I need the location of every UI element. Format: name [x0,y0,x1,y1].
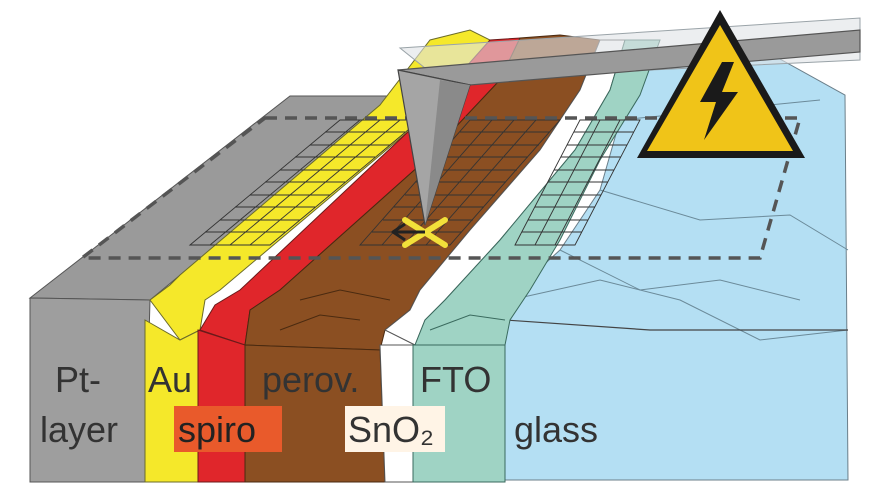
pt-layer [28,95,391,483]
fto-facet-line [429,314,506,331]
glass-edge-line [504,319,848,331]
spiro-label: spiro [178,409,256,450]
perovskite-facet-line [299,289,391,301]
spiro-label-background [174,406,282,452]
pt-label-line2: layer [40,409,118,450]
glass-facet-line [509,279,849,341]
au-label: Au [148,359,192,400]
pt-label-line1: Pt- [55,359,101,400]
lightning-bolt-icon [700,62,738,140]
cut-plane-outline [76,116,803,260]
glass-facet-line [599,189,849,251]
glass-facet-line [559,249,801,301]
probe-cantilever [397,17,861,226]
glass-label: glass [514,409,598,450]
fto-label: FTO [420,359,491,400]
high-voltage-warning-icon [637,10,805,158]
sno2-label: SnO₂ [348,409,434,450]
measurement-grid [188,119,641,246]
sno2-label-background [345,406,445,452]
left-arrow-icon [391,222,425,242]
au-front-face [144,319,201,483]
perovskite-label: perov. [262,359,359,400]
probe-tip-shade [425,80,470,225]
perovskite-facet-line [279,314,361,331]
